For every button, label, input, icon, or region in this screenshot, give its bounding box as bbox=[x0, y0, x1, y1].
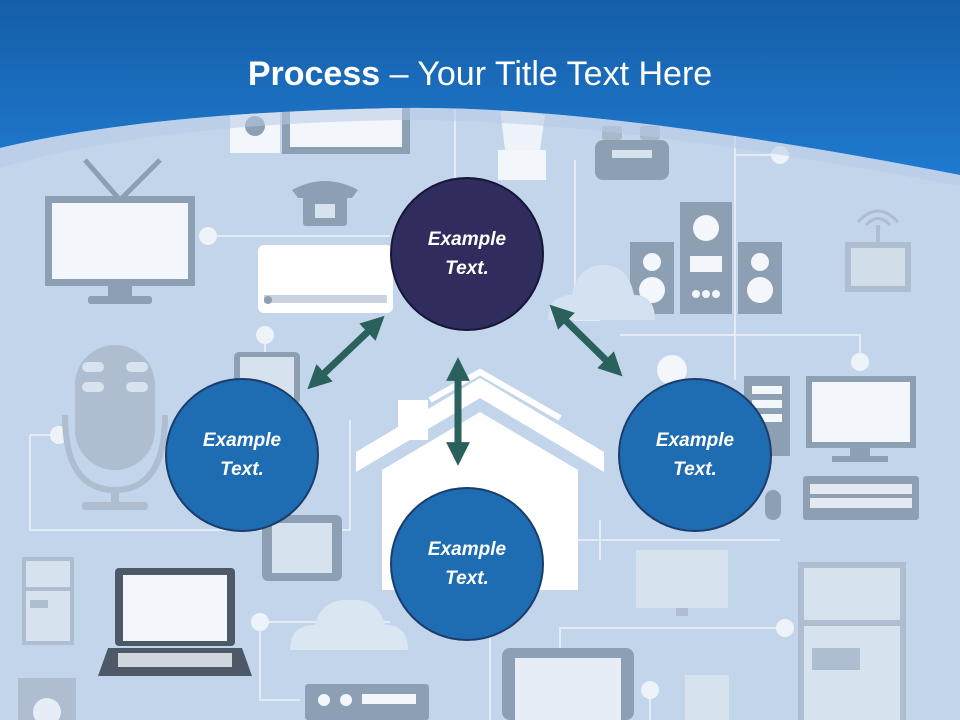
laptop-icon bbox=[98, 568, 252, 676]
dvd-player-icon bbox=[305, 684, 429, 720]
air-conditioner-icon bbox=[258, 245, 393, 313]
node-bottom-line2: Text. bbox=[445, 568, 489, 589]
router-icon bbox=[845, 209, 911, 292]
tablet-icon bbox=[262, 515, 342, 581]
node-right-line2: Text. bbox=[673, 459, 717, 480]
phone-icon bbox=[292, 181, 358, 226]
tv-icon bbox=[45, 158, 195, 304]
fridge-icon-right bbox=[798, 562, 906, 720]
slide-title-rest: – Your Title Text Here bbox=[380, 55, 713, 93]
monitor-icon-small bbox=[636, 550, 728, 616]
tablet-icon-large bbox=[502, 648, 634, 720]
speakers-icon bbox=[630, 202, 782, 314]
node-top-line1: Example bbox=[427, 229, 507, 250]
monitor-icon-right bbox=[806, 376, 916, 462]
washing-machine-icon bbox=[18, 678, 76, 720]
slide-title: Process – Your Title Text Here bbox=[0, 52, 960, 96]
node-left-line2: Text. bbox=[220, 459, 264, 480]
node-right-line1: Example bbox=[655, 430, 735, 451]
keyboard-icon bbox=[803, 476, 919, 520]
node-bottom-line1: Example bbox=[427, 539, 507, 560]
microphone-icon bbox=[62, 345, 168, 510]
slide-title-bold: Process bbox=[247, 55, 381, 93]
fridge-icon bbox=[22, 557, 74, 645]
node-left-line1: Example bbox=[202, 430, 282, 451]
node-top-line2: Text. bbox=[445, 258, 489, 279]
